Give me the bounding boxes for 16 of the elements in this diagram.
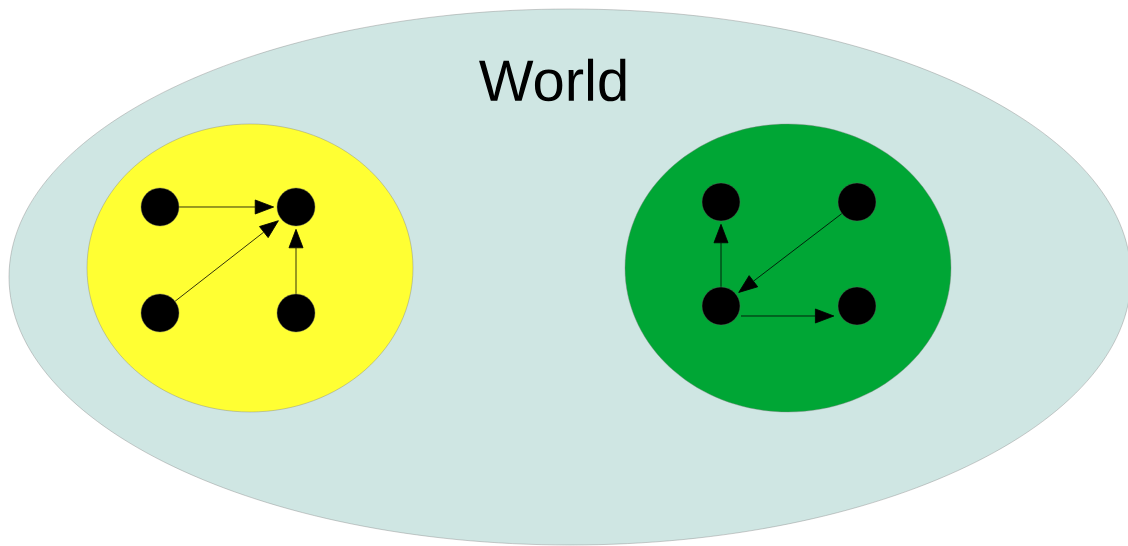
dot	[140, 187, 180, 227]
arrow	[288, 228, 304, 295]
dot	[701, 286, 741, 326]
arrow	[740, 308, 835, 324]
dot	[837, 286, 877, 326]
arrow	[713, 223, 729, 288]
arrow	[174, 220, 279, 302]
dot	[276, 293, 316, 333]
group-circle	[624, 123, 952, 413]
arrow	[738, 213, 843, 293]
dot	[701, 182, 741, 222]
arrow	[178, 199, 275, 215]
dot	[140, 293, 180, 333]
group-circle	[86, 123, 414, 413]
dot	[837, 182, 877, 222]
dot	[276, 187, 316, 227]
